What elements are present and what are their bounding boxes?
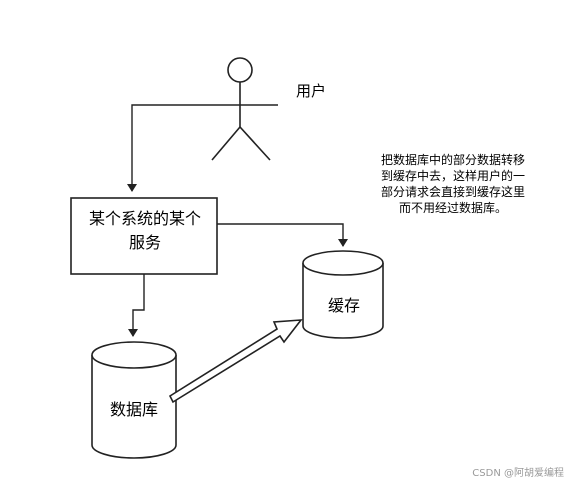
- user-label: 用户: [296, 82, 327, 100]
- note-line-1: 把数据库中的部分数据转移: [380, 153, 525, 167]
- note-line-4: 而不用经过数据库。: [398, 201, 507, 215]
- note-line-2: 到缓存中去，这样用户的一: [380, 169, 525, 183]
- database-cylinder: [91, 341, 177, 459]
- note-line-3: 部分请求会直接到缓存这里: [380, 185, 525, 199]
- service-label-line1: 某个系统的某个: [88, 209, 201, 228]
- connector-service-to-cache: [217, 223, 348, 247]
- service-label-line2: 服务: [128, 233, 161, 252]
- service-box: [70, 197, 218, 275]
- cache-label: 缓存: [327, 296, 360, 315]
- service-label: 某个系统的某个 服务: [72, 207, 218, 255]
- connector-service-to-database: [128, 274, 145, 337]
- user-stick-figure-icon: [207, 57, 278, 161]
- database-label: 数据库: [109, 400, 158, 419]
- cache-cylinder: [302, 250, 384, 339]
- connector-user-to-service: [127, 104, 207, 192]
- watermark: CSDN @阿胡爱编程: [472, 468, 564, 479]
- annotation-note: 把数据库中的部分数据转移 到缓存中去，这样用户的一 部分请求会直接到缓存这里 而…: [360, 152, 546, 216]
- block-arrow-database-to-cache: [168, 319, 303, 404]
